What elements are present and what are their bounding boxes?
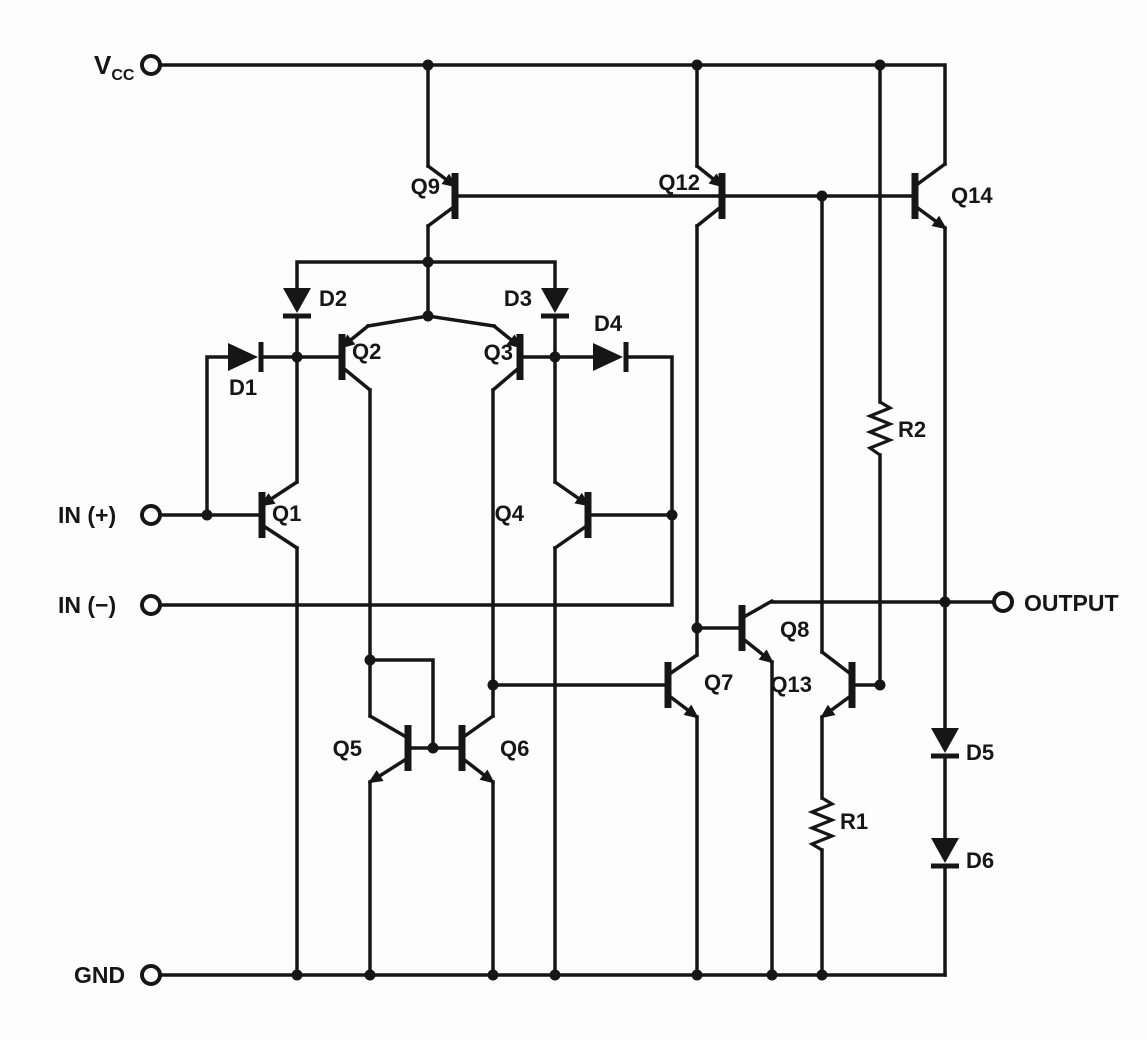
diode-d6	[931, 838, 959, 869]
in-minus-terminal	[140, 594, 162, 616]
wires-output-stage	[770, 226, 995, 977]
q12-emitter	[695, 164, 724, 188]
r2-label: R2	[898, 417, 926, 442]
d1-label: D1	[229, 375, 257, 400]
diode-d4	[593, 342, 629, 372]
q9-collector	[426, 204, 457, 228]
q9-emitter	[426, 164, 457, 188]
q13-label: Q13	[770, 672, 812, 697]
r1-label: R1	[840, 809, 868, 834]
transistor-q8	[738, 599, 774, 664]
q5-collector	[368, 714, 410, 740]
q4-label: Q4	[495, 501, 525, 526]
q6-collector	[460, 714, 495, 740]
output-label: OUTPUT	[1024, 590, 1119, 616]
d3-triangle	[541, 288, 569, 313]
q14-label: Q14	[951, 183, 993, 208]
gnd-terminal	[140, 964, 162, 986]
d2-label: D2	[319, 286, 347, 311]
d4-label: D4	[594, 311, 623, 336]
q1-collector	[260, 523, 299, 550]
q3-collector	[491, 365, 522, 392]
q2-emitter	[340, 324, 370, 349]
q9-label: Q9	[411, 174, 440, 199]
q12-collector	[695, 204, 724, 228]
gnd-label: GND	[74, 962, 125, 988]
q12-label: Q12	[658, 170, 700, 195]
transistor-q2	[338, 324, 372, 392]
q4-collector	[553, 523, 590, 550]
q6-label: Q6	[500, 736, 529, 761]
d3-label: D3	[504, 286, 532, 311]
q8-label: Q8	[780, 617, 809, 642]
transistor-q9	[426, 164, 459, 228]
q6-emitter	[460, 756, 495, 784]
q2-label: Q2	[352, 339, 381, 364]
d6-triangle	[931, 838, 959, 863]
d5-label: D5	[966, 740, 994, 765]
junction-dots	[201, 59, 951, 981]
in-minus-label: IN (−)	[58, 592, 116, 618]
q4-emitter	[553, 480, 590, 507]
q1-emitter	[259, 480, 299, 507]
transistor-q5	[367, 714, 412, 784]
q7-emitter	[666, 693, 699, 719]
transistor-q14	[911, 162, 947, 230]
d5-triangle	[931, 728, 959, 753]
resistor-r1-symbol	[807, 796, 837, 852]
q5-label: Q5	[333, 736, 362, 761]
transistor-q13	[820, 650, 856, 719]
q8-emitter	[740, 636, 774, 664]
transistor-q1	[258, 480, 299, 550]
transistor-q4	[553, 480, 592, 550]
q3-emitter	[492, 324, 522, 349]
resistor-r2-symbol	[865, 400, 895, 457]
wires-input-stage	[158, 224, 674, 977]
transistor-q3	[491, 324, 524, 392]
q13-collector	[820, 650, 854, 677]
d1-triangle	[228, 343, 258, 371]
q1-label: Q1	[272, 501, 301, 526]
q3-label: Q3	[484, 340, 513, 365]
output-terminal	[992, 591, 1014, 613]
in-plus-label: IN (+)	[58, 502, 116, 528]
vcc-label: VCC	[94, 50, 135, 84]
q14-emitter	[913, 204, 947, 230]
d4-triangle	[593, 343, 623, 371]
diode-d3	[541, 288, 569, 319]
q8-collector	[740, 599, 774, 620]
diode-d1	[228, 342, 264, 372]
q5-emitter	[367, 756, 410, 784]
d2-triangle	[283, 288, 311, 313]
q7-collector	[666, 653, 699, 677]
diode-d2	[283, 288, 311, 319]
d6-label: D6	[966, 848, 994, 873]
q2-collector	[340, 365, 372, 392]
vcc-terminal	[140, 54, 162, 76]
in-plus-terminal	[140, 504, 162, 526]
transistor-q6	[458, 714, 495, 784]
transistor-q7	[664, 653, 699, 719]
q14-collector	[913, 162, 947, 188]
diode-d5	[931, 728, 959, 759]
transistor-q12	[695, 164, 726, 228]
q13-emitter	[820, 693, 854, 719]
q7-label: Q7	[704, 670, 733, 695]
